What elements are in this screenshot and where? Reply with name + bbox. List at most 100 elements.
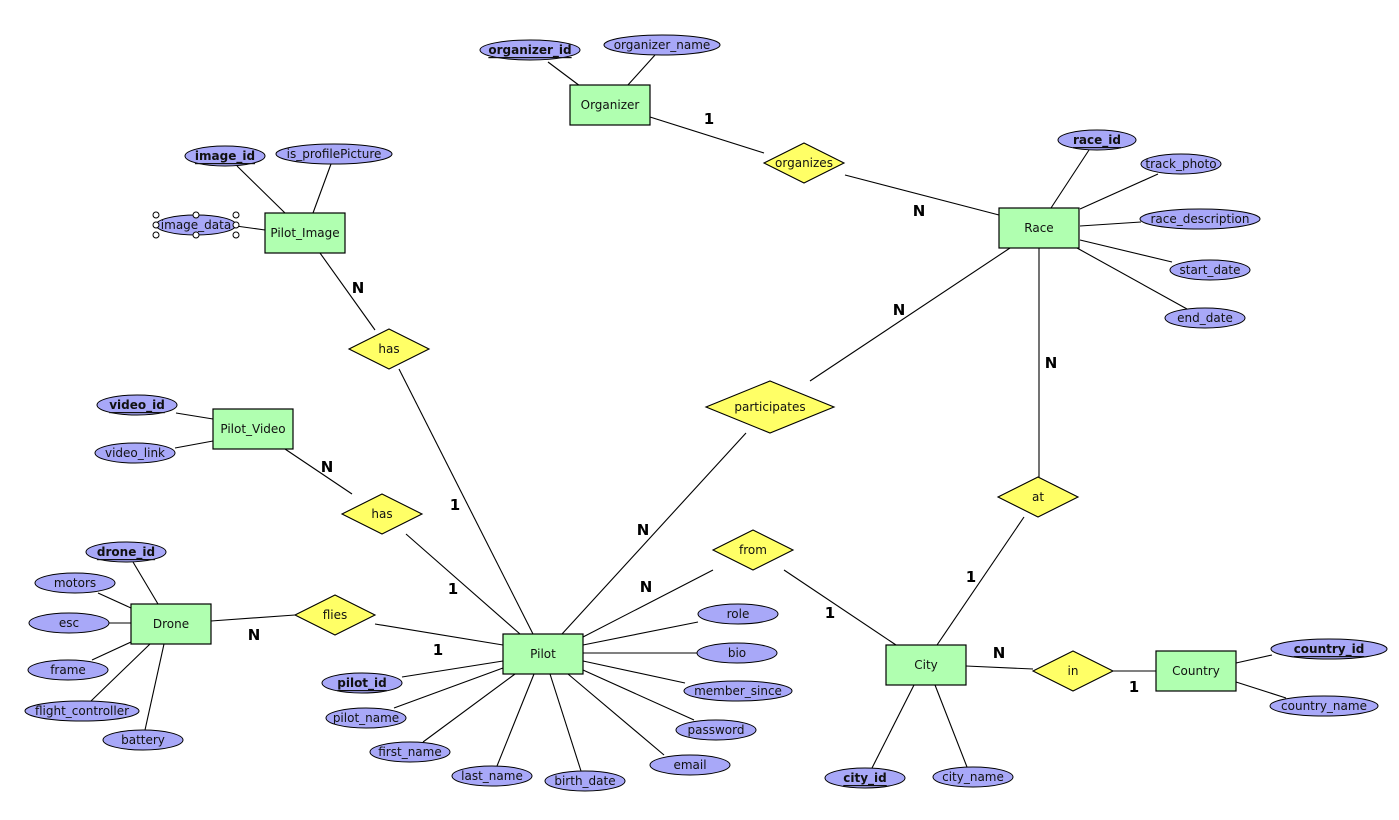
attribute-birth-date[interactable]: birth_date: [544, 770, 626, 792]
attribute-ellipse[interactable]: [649, 754, 731, 776]
attribute-city-name[interactable]: city_name: [932, 766, 1014, 788]
selection-resize-handle[interactable]: [192, 211, 200, 219]
attribute-city-id[interactable]: city_id: [824, 767, 906, 789]
attribute-ellipse[interactable]: [451, 765, 533, 787]
attribute-is-profilepicture[interactable]: is_profilePicture: [275, 143, 393, 165]
attribute-track-photo[interactable]: track_photo: [1140, 153, 1222, 175]
selection-resize-handle[interactable]: [232, 211, 240, 219]
selection-resize-handle[interactable]: [152, 221, 160, 229]
relationship-has-video[interactable]: has: [340, 493, 424, 535]
attribute-ellipse[interactable]: [96, 394, 178, 416]
entity-race[interactable]: Race: [998, 207, 1080, 249]
attribute-ellipse[interactable]: [24, 700, 140, 722]
entity-box[interactable]: [1155, 650, 1237, 692]
attribute-ellipse[interactable]: [1164, 307, 1246, 329]
relationship-diamond[interactable]: [293, 594, 377, 636]
attribute-ellipse[interactable]: [696, 642, 778, 664]
attribute-ellipse[interactable]: [1269, 695, 1379, 717]
attribute-ellipse[interactable]: [675, 719, 757, 741]
attribute-ellipse[interactable]: [94, 442, 176, 464]
attribute-last-name[interactable]: last_name: [451, 765, 533, 787]
selection-resize-handle[interactable]: [232, 221, 240, 229]
entity-organizer[interactable]: Organizer: [569, 84, 651, 126]
attribute-race-description[interactable]: race_description: [1139, 208, 1261, 230]
relationship-from[interactable]: from: [711, 529, 795, 571]
attribute-ellipse[interactable]: [85, 541, 167, 563]
attribute-ellipse[interactable]: [1139, 208, 1261, 230]
selection-resize-handle[interactable]: [152, 231, 160, 239]
attribute-ellipse[interactable]: [369, 741, 451, 763]
attribute-race-id[interactable]: race_id: [1057, 129, 1137, 151]
attribute-ellipse[interactable]: [479, 39, 581, 61]
entity-drone[interactable]: Drone: [130, 603, 212, 645]
attribute-end-date[interactable]: end_date: [1164, 307, 1246, 329]
attribute-ellipse[interactable]: [603, 34, 721, 56]
relationship-participates[interactable]: participates: [704, 380, 836, 434]
attribute-first-name[interactable]: first_name: [369, 741, 451, 763]
relationship-at[interactable]: at: [996, 476, 1080, 518]
relationship-in[interactable]: in: [1031, 650, 1115, 692]
entity-pilot-video[interactable]: Pilot_Video: [212, 408, 294, 450]
relationship-flies[interactable]: flies: [293, 594, 377, 636]
attribute-password[interactable]: password: [675, 719, 757, 741]
attribute-ellipse[interactable]: [932, 766, 1014, 788]
relationship-diamond[interactable]: [340, 493, 424, 535]
attribute-video-link[interactable]: video_link: [94, 442, 176, 464]
attribute-ellipse[interactable]: [1270, 638, 1388, 660]
entity-box[interactable]: [264, 212, 346, 254]
attribute-organizer-name[interactable]: organizer_name: [603, 34, 721, 56]
attribute-organizer-id[interactable]: organizer_id: [479, 39, 581, 61]
entity-pilot-image[interactable]: Pilot_Image: [264, 212, 346, 254]
selection-resize-handle[interactable]: [232, 231, 240, 239]
attribute-drone-id[interactable]: drone_id: [85, 541, 167, 563]
attribute-ellipse[interactable]: [325, 707, 407, 729]
attribute-email[interactable]: email: [649, 754, 731, 776]
relationship-has-image[interactable]: has: [347, 328, 431, 370]
attribute-country-name[interactable]: country_name: [1269, 695, 1379, 717]
relationship-diamond[interactable]: [347, 328, 431, 370]
entity-box[interactable]: [212, 408, 294, 450]
relationship-diamond[interactable]: [762, 142, 846, 184]
attribute-ellipse[interactable]: [1169, 259, 1251, 281]
entity-box[interactable]: [569, 84, 651, 126]
entity-box[interactable]: [998, 207, 1080, 249]
attribute-image-data[interactable]: image_data: [152, 211, 240, 239]
relationship-organizes[interactable]: organizes: [762, 142, 846, 184]
relationship-diamond[interactable]: [711, 529, 795, 571]
attribute-motors[interactable]: motors: [34, 572, 116, 594]
attribute-member-since[interactable]: member_since: [683, 680, 793, 702]
attribute-ellipse[interactable]: [697, 603, 779, 625]
relationship-diamond[interactable]: [996, 476, 1080, 518]
attribute-pilot-id[interactable]: pilot_id: [321, 672, 403, 694]
attribute-frame[interactable]: frame: [27, 659, 109, 681]
entity-city[interactable]: City: [885, 644, 967, 686]
attribute-pilot-name[interactable]: pilot_name: [325, 707, 407, 729]
attribute-ellipse[interactable]: [34, 572, 116, 594]
entity-box[interactable]: [502, 633, 584, 675]
attribute-ellipse[interactable]: [184, 145, 266, 167]
attribute-ellipse[interactable]: [102, 729, 184, 751]
attribute-bio[interactable]: bio: [696, 642, 778, 664]
attribute-image-id[interactable]: image_id: [184, 145, 266, 167]
entity-pilot[interactable]: Pilot: [502, 633, 584, 675]
attribute-role[interactable]: role: [697, 603, 779, 625]
attribute-country-id[interactable]: country_id: [1270, 638, 1388, 660]
attribute-start-date[interactable]: start_date: [1169, 259, 1251, 281]
attribute-video-id[interactable]: video_id: [96, 394, 178, 416]
attribute-ellipse[interactable]: [824, 767, 906, 789]
attribute-ellipse[interactable]: [1140, 153, 1222, 175]
attribute-ellipse[interactable]: [321, 672, 403, 694]
attribute-ellipse[interactable]: [544, 770, 626, 792]
attribute-ellipse[interactable]: [28, 612, 110, 634]
relationship-diamond[interactable]: [1031, 650, 1115, 692]
attribute-ellipse[interactable]: [1057, 129, 1137, 151]
attribute-esc[interactable]: esc: [28, 612, 110, 634]
selection-resize-handle[interactable]: [152, 211, 160, 219]
entity-box[interactable]: [885, 644, 967, 686]
attribute-ellipse[interactable]: [683, 680, 793, 702]
attribute-ellipse[interactable]: [27, 659, 109, 681]
entity-country[interactable]: Country: [1155, 650, 1237, 692]
attribute-flight-controller[interactable]: flight_controller: [24, 700, 140, 722]
attribute-battery[interactable]: battery: [102, 729, 184, 751]
relationship-diamond[interactable]: [704, 380, 836, 434]
